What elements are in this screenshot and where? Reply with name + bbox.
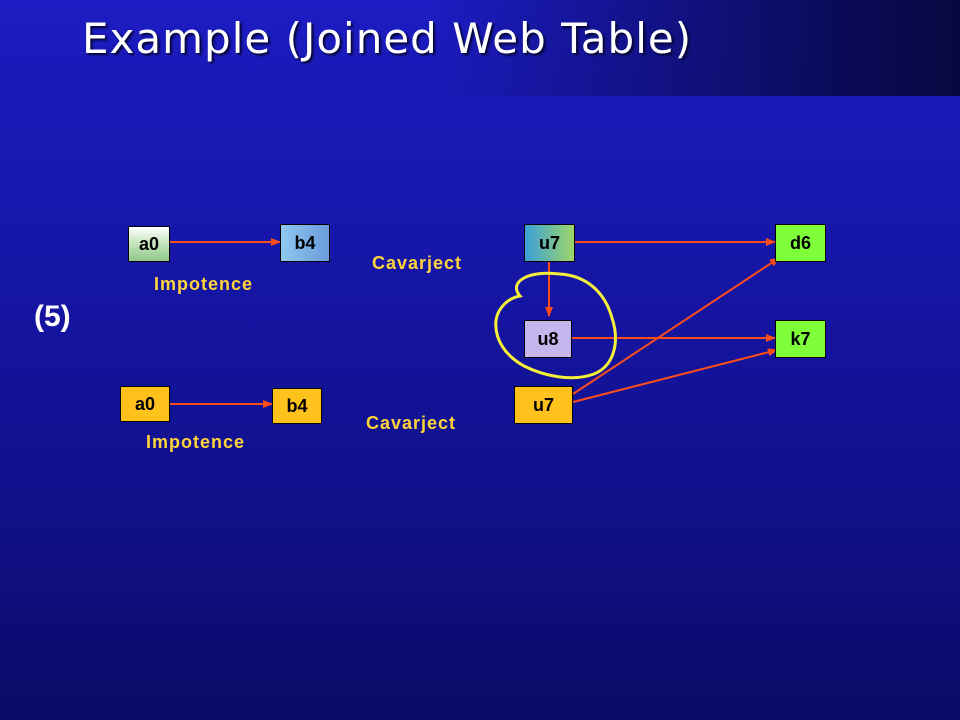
edge-bot-u7-k7	[572, 348, 778, 403]
node-bot-a0: a0	[120, 386, 170, 422]
edge-label-top-cavarject: Cavarject	[372, 253, 463, 273]
edge-bot-u7-d6	[572, 257, 780, 395]
slide-title: Example (Joined Web Table)	[82, 14, 693, 63]
node-mid-k7: k7	[775, 320, 826, 358]
node-bot-b4: b4	[272, 388, 322, 424]
node-top-b4: b4	[280, 224, 330, 262]
node-bot-u7: u7	[514, 386, 573, 424]
edge-label-bot-cavarject: Cavarject	[366, 413, 457, 433]
node-top-u7: u7	[524, 224, 575, 262]
node-top-d6: d6	[775, 224, 826, 262]
edge-label-bot-impotence: Impotence	[146, 432, 246, 452]
node-mid-u8: u8	[524, 320, 572, 358]
step-label: (5)	[34, 300, 71, 333]
node-top-a0: a0	[128, 226, 170, 262]
highlight-circle	[494, 271, 617, 380]
title-bar	[0, 0, 960, 96]
edge-label-top-impotence: Impotence	[154, 274, 254, 294]
